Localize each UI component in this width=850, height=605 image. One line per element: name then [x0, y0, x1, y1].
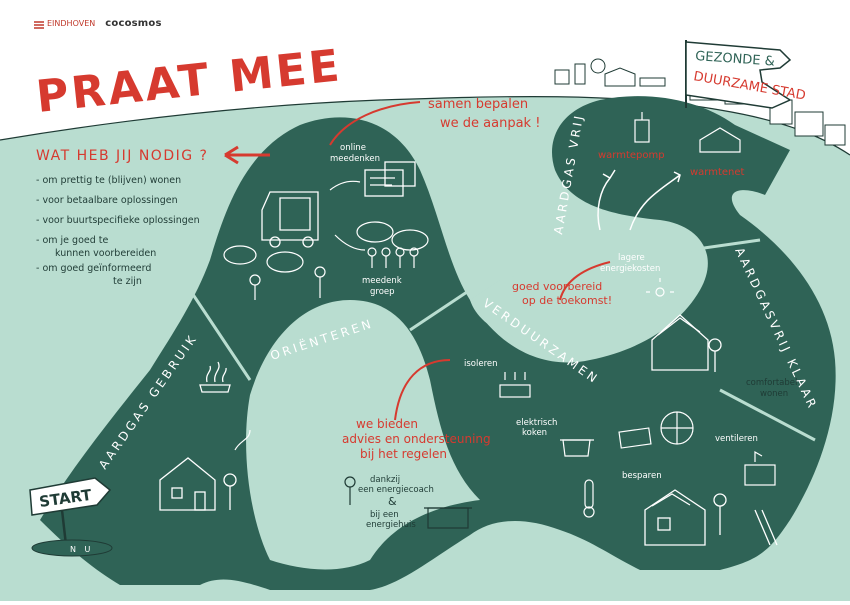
callout-curve — [559, 261, 611, 301]
insulation-icon — [499, 372, 531, 398]
label-comfortabel: wonen — [760, 389, 788, 399]
arrow-icon — [334, 234, 366, 251]
label-energiecoach: een energiecoach — [358, 485, 434, 495]
label-energiecoach: dankzij — [370, 475, 400, 485]
van-icon — [261, 191, 319, 248]
label-online: meedenken — [330, 154, 380, 164]
label-warmtenet: warmtenet — [690, 167, 745, 178]
callout-bieden-line2: advies en ondersteuning — [342, 432, 491, 446]
journey-path — [40, 96, 836, 590]
callout-goed-line1: goed voorbereid — [512, 280, 602, 293]
label-comfortabel: comfortabel — [746, 378, 797, 388]
eindhoven-label: EINDHOVEN — [47, 19, 96, 28]
label-elektrisch: koken — [522, 428, 547, 438]
house-icon — [159, 457, 216, 511]
callout-curve — [394, 359, 451, 421]
label-energiecoach: & — [388, 495, 397, 508]
needs-item: - om goed geïnformeerd — [36, 263, 151, 274]
label-warmtepomp: warmtepomp — [598, 150, 665, 161]
eindhoven-logo: EINDHOVEN — [34, 19, 95, 29]
label-online: online — [340, 143, 366, 153]
needs-heading: WAT HEB JIJ NODIG ? — [36, 148, 208, 164]
chimney-smoke-icon — [234, 429, 251, 451]
cooking-pot-icon — [560, 439, 594, 457]
cocosmos-logo: cocosmos — [105, 18, 162, 29]
needs-item: - om prettig te (blijven) wonen — [36, 175, 181, 186]
label-besparen: besparen — [622, 471, 662, 481]
laptop-icon — [364, 161, 416, 197]
label-meedenkgroep: meedenk — [362, 276, 402, 286]
segment-divider — [188, 289, 252, 381]
label-energiecoach: bij een — [370, 510, 399, 520]
eindhoven-wave-icon — [34, 20, 44, 29]
gas-flame-icon — [199, 361, 231, 393]
label-ventileren: ventileren — [715, 434, 758, 444]
label-lagere: lagere — [618, 253, 645, 263]
people-group-icon — [249, 247, 419, 300]
needs-item: kunnen voorbereiden — [55, 248, 156, 259]
needs-item: te zijn — [113, 276, 142, 287]
radiator-icon — [744, 450, 776, 486]
callout-samen-line1: samen bepalen — [428, 97, 528, 112]
horizon-line — [0, 95, 850, 156]
callout-bieden-line3: bij het regelen — [360, 447, 447, 461]
logo-row: EINDHOVEN cocosmos — [34, 18, 162, 29]
growth-arrows-icon — [597, 169, 681, 231]
energy-coach-icon — [344, 476, 472, 529]
label-isoleren: isoleren — [464, 359, 498, 369]
needs-item: - voor buurtspecifieke oplossingen — [36, 215, 200, 226]
thermometer-icon — [583, 479, 595, 518]
fan-icon — [660, 411, 694, 445]
banner: GEZONDE & DUURZAME STAD — [685, 40, 807, 109]
callout-samen-line2: we de aanpak ! — [440, 116, 540, 131]
label-lagere: energiekosten — [600, 264, 660, 274]
needs-item: - om je goed te — [36, 235, 109, 246]
person-icon — [223, 473, 237, 510]
left-arrow-icon — [224, 145, 270, 165]
money-icon — [618, 427, 652, 449]
label-elektrisch: elektrisch — [516, 418, 557, 428]
segment-divider — [689, 238, 761, 252]
now-label: N U — [70, 545, 93, 554]
segment-divider — [409, 288, 471, 332]
banner-line1: GEZONDE & — [695, 49, 776, 70]
callout-goed-line2: op de toekomst! — [522, 294, 612, 307]
sun-icon — [646, 278, 674, 297]
callout-curve — [329, 101, 421, 146]
label-energiecoach: energiehuis — [366, 520, 416, 530]
houses-network-icon — [699, 127, 741, 153]
house-solar-icon — [644, 489, 778, 546]
arrow-icon — [329, 180, 361, 191]
path-inner-gap-right — [470, 261, 680, 341]
segment-divider — [719, 388, 816, 442]
start-sign: START N U — [29, 477, 113, 557]
speech-bubbles-icon — [223, 221, 429, 273]
label-meedenkgroep: groep — [370, 287, 395, 297]
heat-pump-icon — [634, 112, 650, 143]
house-solar-icon — [651, 314, 722, 372]
needs-item: - voor betaalbare oplossingen — [36, 195, 178, 206]
callout-bieden-line1: we bieden — [356, 417, 418, 431]
